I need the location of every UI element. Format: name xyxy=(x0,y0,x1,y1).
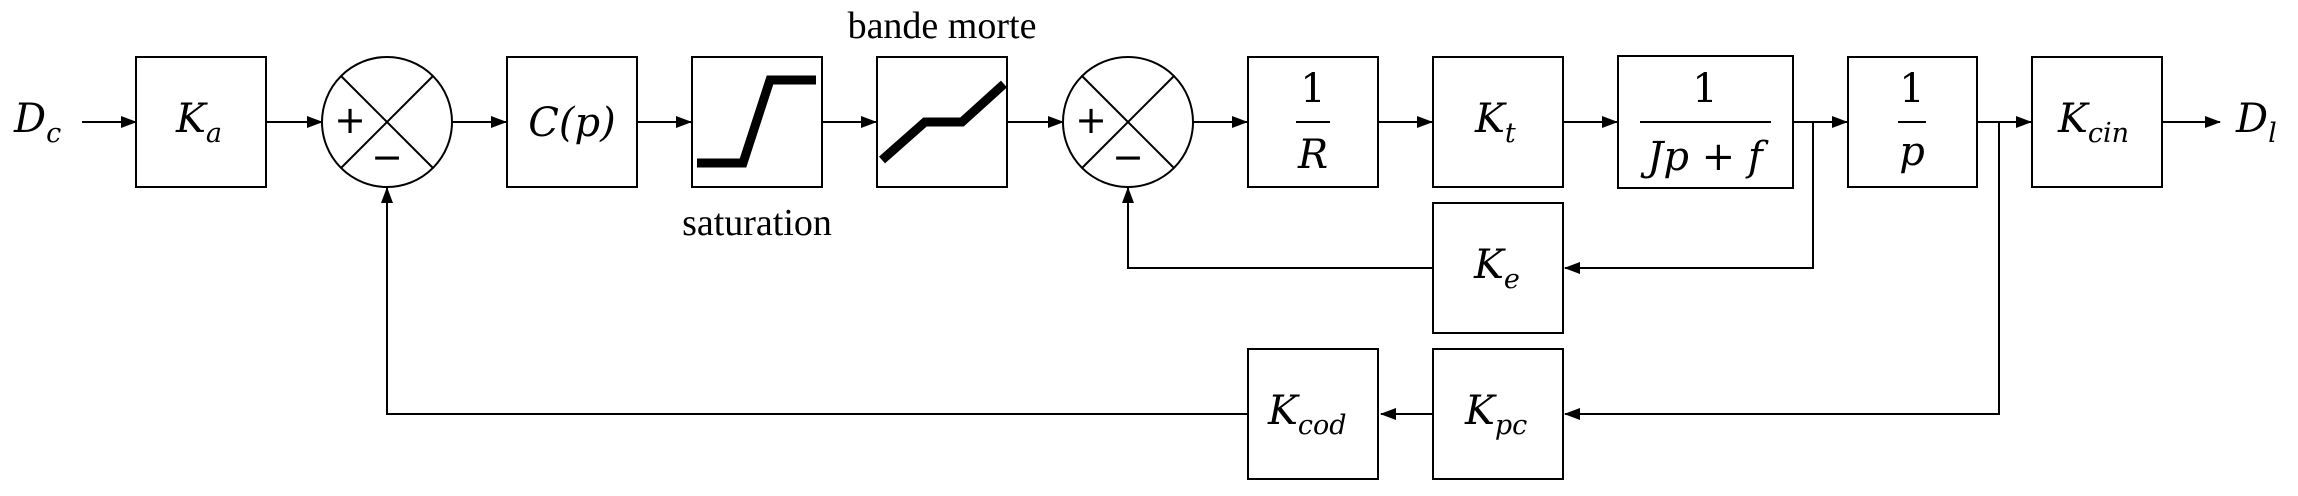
wire-ke-to-sum2 xyxy=(1122,187,1432,269)
block-ka xyxy=(135,56,267,188)
wire-kcod-to-sum1 xyxy=(381,187,1247,415)
block-kcin xyxy=(2031,56,2163,188)
block-ke-label: Ke xyxy=(1473,242,1520,295)
block-cp-label: C(p) xyxy=(528,100,615,146)
dead-zone-curve xyxy=(879,80,1008,164)
block-mechanical-num: 1 xyxy=(1692,66,1717,112)
input-label: Dc xyxy=(13,96,61,149)
block-ke xyxy=(1432,202,1564,334)
block-integrator-num: 1 xyxy=(1899,66,1924,112)
block-ka-label: Ka xyxy=(175,96,222,149)
saturation-curve xyxy=(697,75,816,168)
wire-ke-feedback xyxy=(1564,122,1814,274)
saturation-caption: saturation xyxy=(682,202,832,244)
summer-2-minus: − xyxy=(1112,135,1144,179)
block-kcod-label: Kcod xyxy=(1267,388,1347,441)
block-integrator-den: p xyxy=(1899,129,1925,175)
block-kt xyxy=(1432,56,1564,188)
summer-1-minus: − xyxy=(371,135,403,179)
summer-2: + − xyxy=(1062,56,1194,188)
dead-zone-caption: bande morte xyxy=(848,5,1037,47)
summer-1-plus: + xyxy=(334,98,366,142)
block-resistance-num: 1 xyxy=(1300,66,1325,112)
block-kcin-label: Kcin xyxy=(2057,96,2129,149)
output-label: Dl xyxy=(2235,96,2277,149)
block-kt-label: Kt xyxy=(1474,96,1516,149)
summer-1: + − xyxy=(321,56,453,188)
block-resistance-den: R xyxy=(1297,132,1328,178)
block-kcod xyxy=(1247,348,1379,480)
block-mechanical-den: Jp + f xyxy=(1640,134,1769,180)
summer-2-plus: + xyxy=(1075,98,1107,142)
wire-kpc-feedback xyxy=(1564,122,2000,420)
block-kpc-label: Kpc xyxy=(1464,388,1527,441)
block-kpc xyxy=(1432,348,1564,480)
block-cp xyxy=(506,56,638,188)
